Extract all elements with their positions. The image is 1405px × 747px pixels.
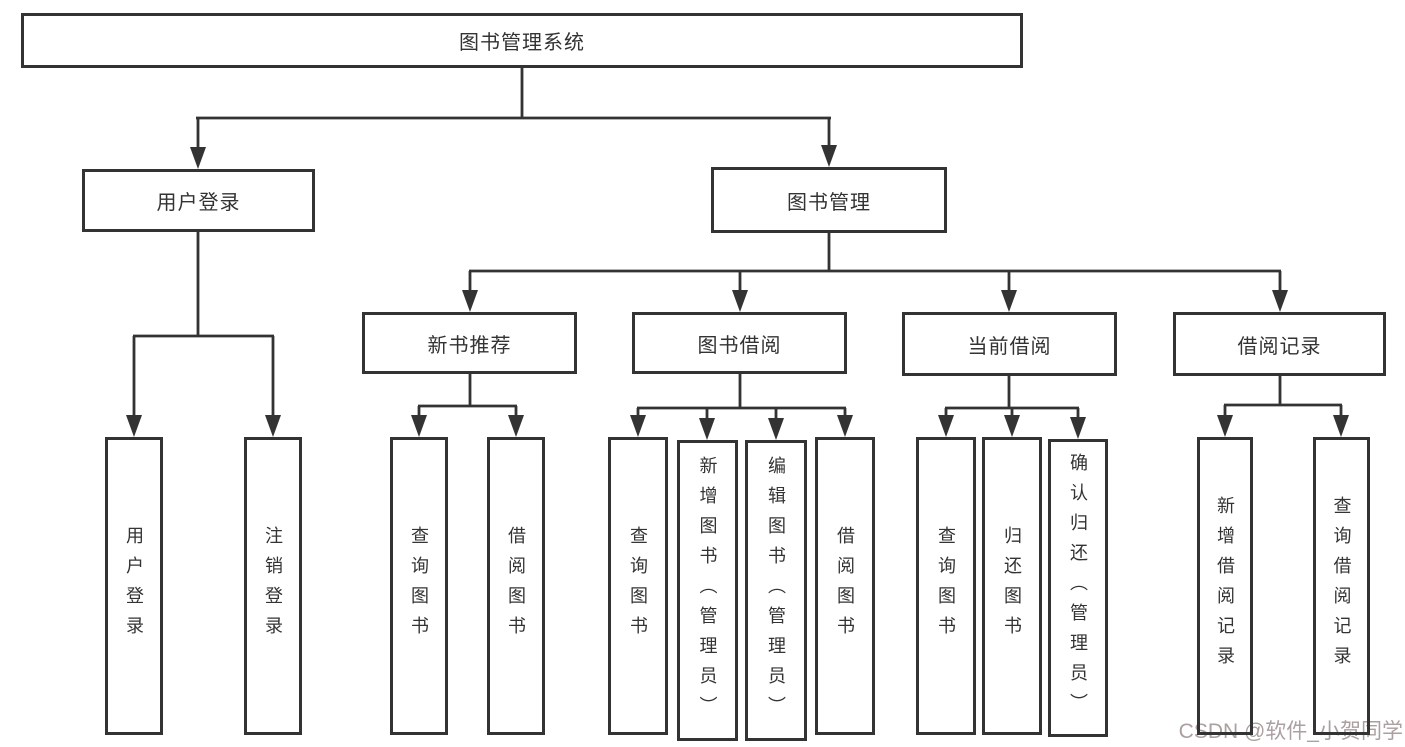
node-book-management: 图书管理 — [711, 167, 947, 233]
leaf-add-book-admin: 新增图书（管理员） — [677, 440, 738, 741]
leaf-borrow-books-recommend: 借阅图书 — [487, 437, 545, 735]
leaf-borrow-books: 借阅图书 — [815, 437, 875, 735]
node-label: 查询借阅记录 — [1331, 496, 1352, 676]
leaf-edit-book-admin: 编辑图书（管理员） — [745, 440, 807, 741]
node-label: 查询图书 — [628, 526, 648, 646]
node-label: 新书推荐 — [427, 334, 512, 357]
connector-root-to-level2 — [190, 68, 837, 169]
node-label: 新增图书（管理员） — [697, 455, 718, 726]
connector-new-book-children — [411, 374, 524, 437]
node-label: 注销登录 — [263, 526, 283, 646]
leaf-logout-login: 注销登录 — [244, 437, 302, 735]
leaf-user-login: 用户登录 — [105, 437, 163, 735]
node-label: 图书管理 — [787, 191, 871, 214]
leaf-query-borrow-record: 查询借阅记录 — [1313, 437, 1370, 735]
node-current-borrowing: 当前借阅 — [902, 312, 1117, 376]
node-label: 查询图书 — [936, 526, 956, 646]
node-label: 当前借阅 — [967, 335, 1052, 358]
node-user-login: 用户登录 — [82, 169, 315, 232]
node-label: 图书管理系统 — [459, 32, 585, 54]
node-label: 用户登录 — [156, 192, 241, 214]
node-label: 确认归还（管理员） — [1068, 453, 1088, 723]
node-label: 查询图书 — [409, 526, 429, 646]
leaf-query-books-recommend: 查询图书 — [390, 437, 448, 735]
node-library-system: 图书管理系统 — [21, 13, 1023, 68]
leaf-query-books-borrowing: 查询图书 — [608, 437, 668, 735]
connector-current-borrow-children — [938, 376, 1086, 439]
node-label: 借阅图书 — [835, 526, 855, 646]
node-new-book-recommend: 新书推荐 — [362, 312, 577, 374]
watermark-text: CSDN @软件_小贺同学 — [1178, 720, 1403, 743]
node-label: 用户登录 — [124, 526, 144, 646]
leaf-confirm-return-admin: 确认归还（管理员） — [1048, 439, 1108, 737]
connector-borrow-records-children — [1217, 376, 1349, 437]
node-book-borrowing: 图书借阅 — [632, 312, 847, 374]
node-borrowing-records: 借阅记录 — [1173, 312, 1386, 376]
node-label: 编辑图书（管理员） — [766, 455, 786, 726]
leaf-return-books: 归还图书 — [982, 437, 1042, 735]
connector-user-login-children — [126, 232, 281, 437]
leaf-add-borrow-record: 新增借阅记录 — [1197, 437, 1253, 735]
node-label: 图书借阅 — [697, 334, 782, 357]
node-label: 归还图书 — [1002, 526, 1022, 646]
leaf-query-books-current: 查询图书 — [916, 437, 976, 735]
connector-book-management-children — [462, 233, 1288, 312]
node-label: 借阅记录 — [1237, 335, 1322, 358]
node-label: 借阅图书 — [506, 526, 526, 646]
connector-book-borrow-children — [630, 374, 853, 440]
node-label: 新增借阅记录 — [1215, 496, 1235, 676]
